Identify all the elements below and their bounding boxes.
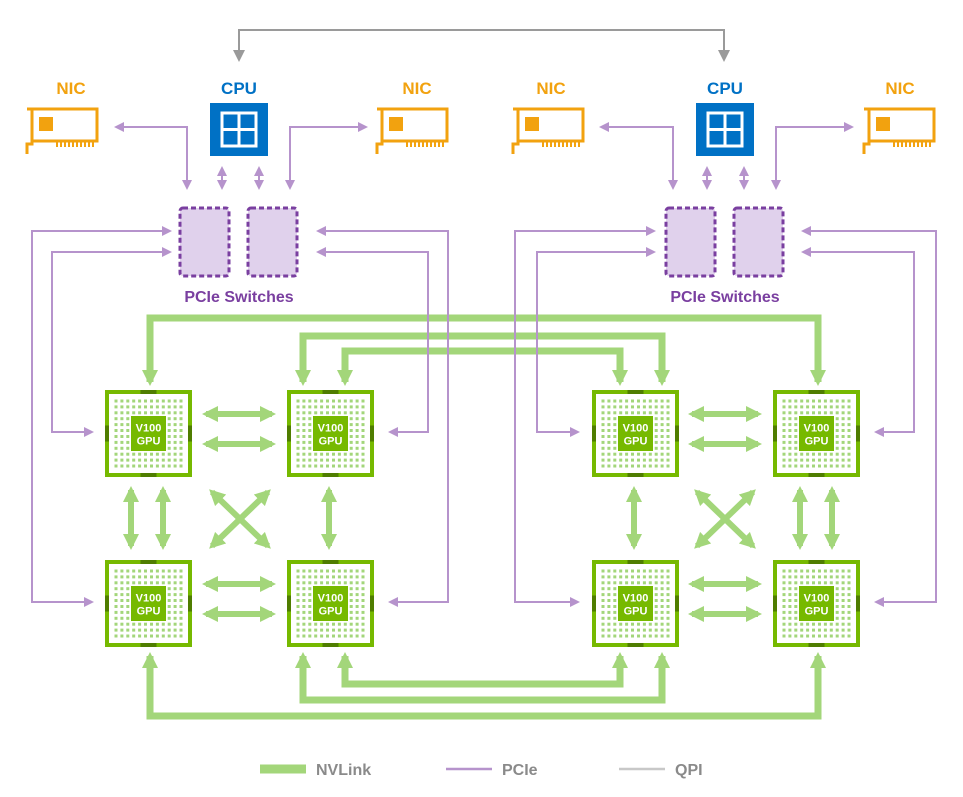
network-card-icon (375, 107, 449, 154)
gpu-model-label: V100 (623, 423, 649, 435)
pcie-switches-right: PCIe Switches (664, 206, 785, 306)
nic-1: NIC (25, 79, 99, 154)
legend-label: PCIe (502, 762, 538, 779)
nic-2: NIC (375, 79, 449, 154)
nic-label: NIC (402, 79, 431, 98)
pcie-links (31, 122, 937, 607)
pcie-switches-label: PCIe Switches (670, 289, 779, 306)
gpu-model-label: V100 (136, 593, 162, 605)
gpu-type-label: GPU (137, 436, 161, 448)
cpu-label: CPU (221, 79, 257, 98)
nic-label: NIC (885, 79, 914, 98)
pcie-switches-label: PCIe Switches (184, 289, 293, 306)
gpu-model-label: V100 (318, 423, 344, 435)
legend-item-pcie: PCIe (446, 762, 538, 779)
pcie-switch-chip-icon (664, 206, 785, 278)
cpu-label: CPU (707, 79, 743, 98)
gpu-group: V100GPUV100GPUV100GPUV100GPUV100GPUV100G… (105, 390, 860, 647)
nic-label: NIC (536, 79, 565, 98)
legend-item-nvlink: NVLink (260, 762, 371, 779)
legend: NVLink PCIe QPI (260, 762, 703, 779)
cpu-right: CPU (696, 79, 754, 156)
cpu-left: CPU (210, 79, 268, 156)
gpu-chip-icon (296, 569, 365, 638)
network-card-icon (511, 107, 585, 154)
cpu-chip-icon (220, 111, 258, 148)
nic-label: NIC (56, 79, 85, 98)
legend-item-qpi: QPI (619, 762, 703, 779)
gpu-model-label: V100 (623, 593, 649, 605)
network-card-icon (862, 107, 936, 154)
gpu-type-label: GPU (624, 606, 648, 618)
cpu-chip-icon (706, 111, 744, 148)
legend-label: NVLink (316, 762, 371, 779)
nvlink-cross-links-top (142, 314, 826, 386)
legend-label: QPI (675, 762, 703, 779)
gpu-model-label: V100 (804, 593, 830, 605)
pcie-switch-chip-icon (178, 206, 299, 278)
qpi-link (233, 29, 730, 62)
gpu-model-label: V100 (136, 423, 162, 435)
gpu-type-label: GPU (137, 606, 161, 618)
gpu-model-label: V100 (318, 593, 344, 605)
gpu-type-label: GPU (319, 606, 343, 618)
nic-3: NIC (511, 79, 585, 154)
gpu-type-label: GPU (319, 436, 343, 448)
nic-4: NIC (862, 79, 936, 154)
nvlink-local-links (123, 406, 840, 622)
gpu-model-label: V100 (804, 423, 830, 435)
gpu-type-label: GPU (805, 606, 829, 618)
network-card-icon (25, 107, 99, 154)
nvlink-cross-links-bottom (142, 652, 826, 720)
pcie-switches-left: PCIe Switches (178, 206, 299, 306)
gpu-type-label: GPU (624, 436, 648, 448)
gpu-type-label: GPU (805, 436, 829, 448)
